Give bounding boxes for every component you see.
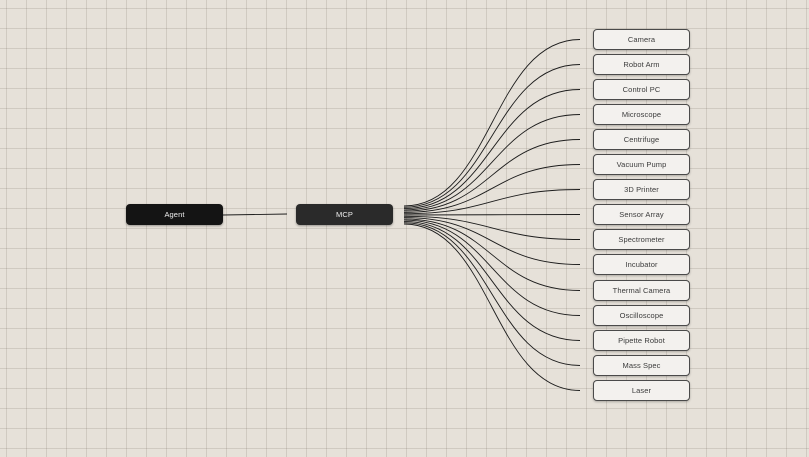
device-node-thermal-camera[interactable]: Thermal Camera xyxy=(593,280,690,301)
device-node-robot-arm[interactable]: Robot Arm xyxy=(593,54,690,75)
device-node-centrifuge[interactable]: Centrifuge xyxy=(593,129,690,150)
agent-node-label: Agent xyxy=(164,210,185,219)
device-node-spectrometer[interactable]: Spectrometer xyxy=(593,229,690,250)
mcp-spectrometer-connector xyxy=(403,215,581,240)
device-node-label: Oscilloscope xyxy=(619,311,664,320)
device-node-sensor-array[interactable]: Sensor Array xyxy=(593,204,690,225)
device-node-oscilloscope[interactable]: Oscilloscope xyxy=(593,305,690,326)
mcp-3d-printer-connector xyxy=(403,189,581,215)
device-node-label: Camera xyxy=(627,35,656,44)
mcp-incubator-connector xyxy=(403,217,581,265)
device-node-vacuum-pump[interactable]: Vacuum Pump xyxy=(593,154,690,175)
mcp-laser-connector xyxy=(403,223,581,391)
mcp-vacuum-pump-connector xyxy=(403,164,581,213)
device-node-control-pc[interactable]: Control PC xyxy=(593,79,690,100)
device-node-microscope[interactable]: Microscope xyxy=(593,104,690,125)
device-node-label: Incubator xyxy=(625,260,658,269)
device-node-incubator[interactable]: Incubator xyxy=(593,254,690,275)
device-node-label: Mass Spec xyxy=(622,361,661,370)
agent-mcp-connector xyxy=(222,213,288,216)
device-node-3d-printer[interactable]: 3D Printer xyxy=(593,179,690,200)
mcp-pipette-robot-connector xyxy=(403,220,581,341)
mcp-oscilloscope-connector xyxy=(403,219,581,316)
device-node-mass-spec[interactable]: Mass Spec xyxy=(593,355,690,376)
device-node-camera[interactable]: Camera xyxy=(593,29,690,50)
device-node-label: Thermal Camera xyxy=(612,286,671,295)
device-node-label: Laser xyxy=(631,386,652,395)
mcp-centrifuge-connector xyxy=(403,139,581,212)
mcp-control-pc-connector xyxy=(403,89,581,210)
device-node-label: Spectrometer xyxy=(618,235,665,244)
device-node-label: Centrifuge xyxy=(623,135,660,144)
device-node-label: Vacuum Pump xyxy=(616,160,667,169)
mcp-mass-spec-connector xyxy=(403,222,581,366)
mcp-robot-arm-connector xyxy=(403,64,581,208)
device-node-label: Pipette Robot xyxy=(618,336,665,345)
device-node-label: Robot Arm xyxy=(623,60,660,69)
mcp-sensor-array-connector xyxy=(403,214,581,216)
mcp-hub-node[interactable]: MCP xyxy=(296,204,393,225)
device-node-label: Microscope xyxy=(621,110,662,119)
mcp-thermal-camera-connector xyxy=(403,218,581,291)
mcp-camera-connector xyxy=(403,39,581,207)
device-node-pipette-robot[interactable]: Pipette Robot xyxy=(593,330,690,351)
device-node-label: Sensor Array xyxy=(619,210,664,219)
mcp-microscope-connector xyxy=(403,114,581,211)
device-node-label: 3D Printer xyxy=(624,185,659,194)
device-node-laser[interactable]: Laser xyxy=(593,380,690,401)
agent-node[interactable]: Agent xyxy=(126,204,223,225)
device-node-label: Control PC xyxy=(622,85,661,94)
mcp-hub-node-label: MCP xyxy=(336,210,353,219)
